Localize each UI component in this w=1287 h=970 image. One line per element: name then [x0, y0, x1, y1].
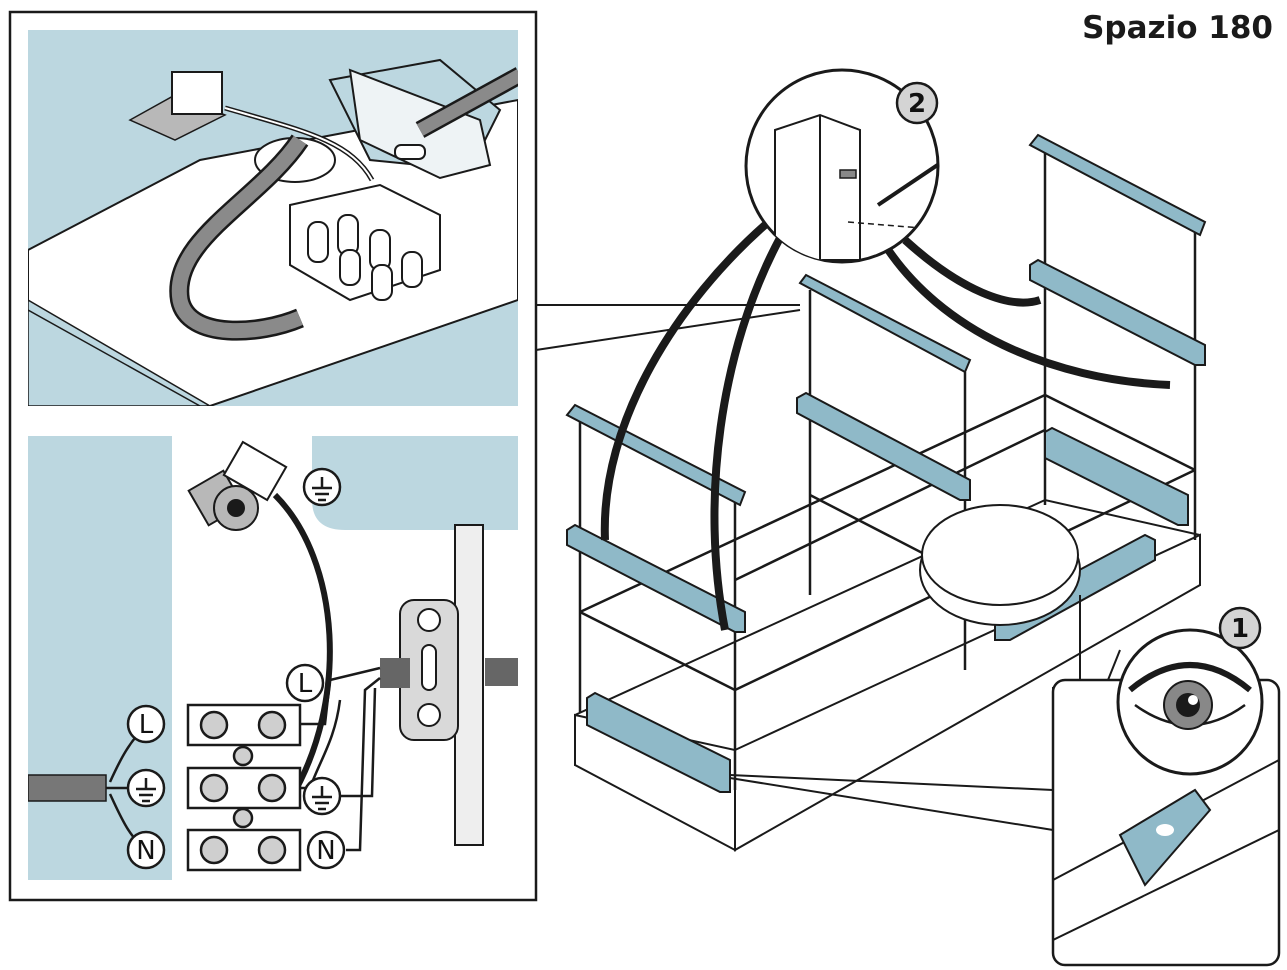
earth-ground-icon	[302, 467, 342, 507]
screw-fixing-detail	[744, 68, 999, 264]
level-check-detail	[729, 595, 1281, 967]
earth-ground-icon	[126, 768, 166, 808]
wiring-inset	[8, 10, 538, 902]
drill-icon	[876, 158, 938, 207]
step-number-2: 2	[908, 89, 926, 119]
magnifier-callout-lines	[600, 222, 1171, 631]
step-number-1: 1	[1231, 614, 1249, 644]
line-terminal-label: L	[139, 710, 154, 740]
neutral-terminal-label: N	[136, 836, 155, 866]
neutral-terminal-label: N	[316, 836, 335, 866]
product-title: Spazio 180	[1082, 10, 1273, 46]
eye-icon	[1128, 662, 1252, 730]
inset-callout-lines	[535, 304, 801, 351]
terminal-block-3d-view	[28, 30, 518, 406]
frame-assembly	[565, 133, 1207, 852]
earth-ground-icon	[302, 776, 342, 816]
screw-icon	[958, 189, 999, 212]
line-terminal-label: L	[298, 669, 313, 699]
wiring-schematic	[28, 436, 518, 880]
